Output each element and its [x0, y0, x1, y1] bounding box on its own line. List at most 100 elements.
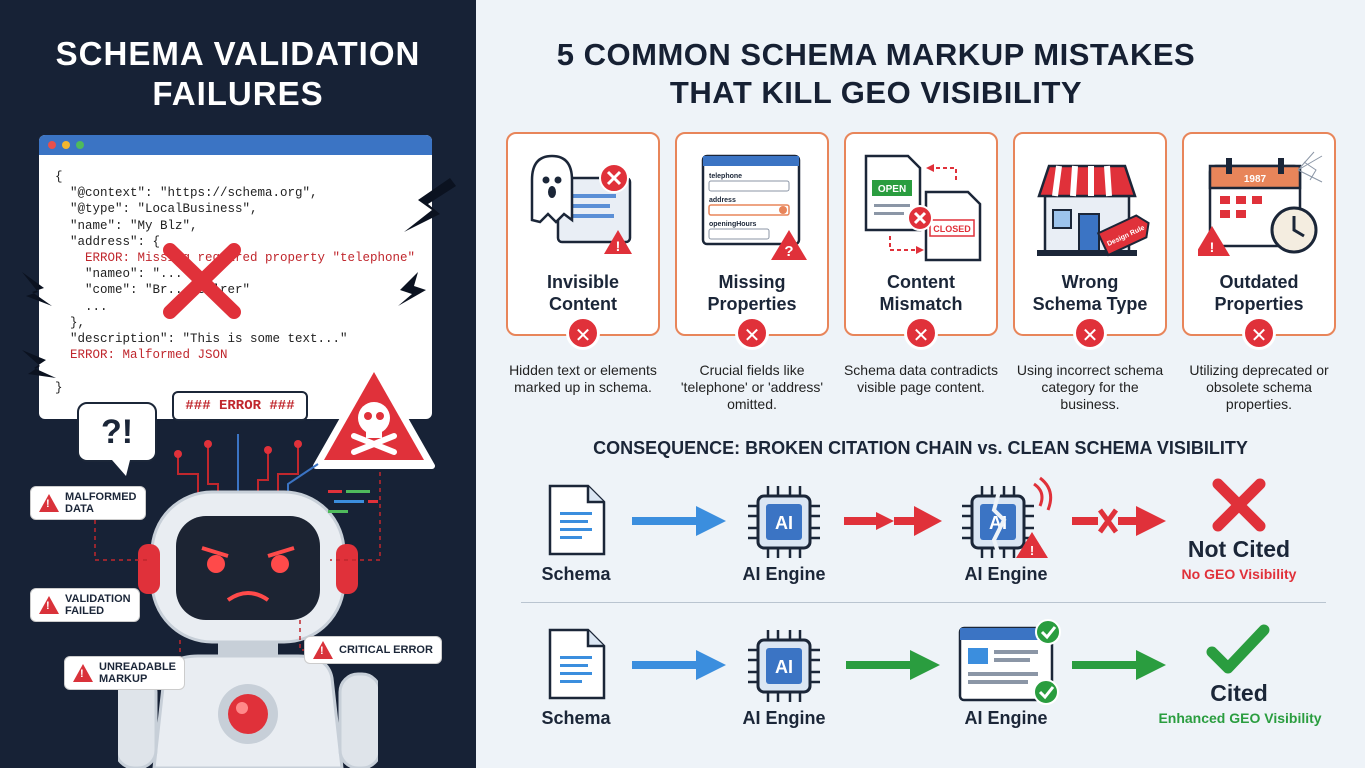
- left-panel-title: SCHEMA VALIDATION FAILURES: [55, 35, 421, 112]
- code-line: },: [55, 315, 86, 330]
- ghost-document-icon: !: [530, 154, 632, 254]
- code-window-titlebar: [39, 135, 432, 155]
- flow-label-ai-engine-broken: AI Engine: [964, 564, 1048, 584]
- speech-bubble-tail: [112, 460, 130, 476]
- malformed-data-badge: MALFORMED DATA: [30, 486, 146, 520]
- unreadable-markup-badge: UNREADABLE MARKUP: [64, 656, 185, 690]
- svg-text:?: ?: [784, 243, 793, 260]
- verified-webpage-icon: [958, 619, 1061, 705]
- checkmark-icon: [1206, 624, 1270, 674]
- big-x-icon: [163, 243, 241, 319]
- card-description-content-mismatch: Schema data contradicts visible page con…: [843, 362, 999, 395]
- not-cited-x-icon: [1212, 478, 1266, 532]
- mistake-card-content-mismatch: OPEN CLOSED Content Mismatch ✕: [844, 132, 998, 350]
- card-description-wrong-schema-type: Using incorrect schema category for the …: [1016, 362, 1164, 412]
- window-minimize-dot: [62, 141, 70, 149]
- critical-error-badge: CRITICAL ERROR: [304, 636, 442, 664]
- cited-label: Cited: [1210, 680, 1268, 706]
- flow-label-ai-engine: AI Engine: [742, 708, 826, 728]
- mistake-card-missing-properties: telephone address openingHours ? Missing…: [675, 132, 829, 350]
- ai-chip-icon: AI: [748, 630, 820, 702]
- mistake-card-outdated-properties: 1987 ! Outdated Properties ✕: [1182, 132, 1336, 350]
- code-line: "name": "My Blz",: [55, 218, 198, 233]
- not-cited-label: Not Cited: [1187, 536, 1291, 562]
- unreadable-markup-label: UNREADABLE MARKUP: [99, 661, 176, 685]
- green-arrow-icon: [1072, 650, 1166, 680]
- x-icon: ✕: [1242, 316, 1276, 350]
- card-description-outdated-properties: Utilizing deprecated or obsolete schema …: [1189, 362, 1329, 412]
- ai-chip-label: AI: [775, 657, 793, 677]
- warning-icon: [39, 596, 59, 614]
- code-line: "@type": "LocalBusiness",: [55, 202, 258, 217]
- flow-label-schema: Schema: [541, 708, 611, 728]
- warning-icon: [73, 664, 93, 682]
- storefront-tag-icon: Design Rule: [1037, 164, 1150, 257]
- flow-label-ai-engine: AI Engine: [742, 564, 826, 584]
- field-telephone-label: telephone: [709, 173, 742, 180]
- mistake-card-wrong-schema-type: Design Rule Wrong Schema Type ✕: [1013, 132, 1167, 350]
- x-icon: ✕: [1073, 316, 1107, 350]
- error-tag: ### ERROR ###: [172, 391, 308, 421]
- flow-label-schema: Schema: [541, 564, 611, 584]
- enhanced-geo-visibility-label: Enhanced GEO Visibility: [1158, 710, 1322, 726]
- main-title: 5 COMMON SCHEMA MARKUP MISTAKES THAT KIL…: [556, 37, 1196, 110]
- mistake-card-invisible-content: ! Invisible Content ✕: [506, 132, 660, 350]
- open-closed-documents-icon: OPEN CLOSED: [864, 154, 982, 262]
- code-line: "@context": "https://schema.org",: [55, 186, 318, 201]
- green-arrow-icon: [846, 650, 940, 680]
- calendar-clock-icon: 1987 !: [1198, 151, 1323, 256]
- blocked-arrow-icon: [1072, 506, 1166, 536]
- card-description-missing-properties: Crucial fields like 'telephone' or 'addr…: [680, 362, 824, 412]
- card-title: Wrong Schema Type: [1032, 272, 1148, 314]
- card-title: Outdated Properties: [1214, 272, 1304, 314]
- left-panel: SCHEMA VALIDATION FAILURES { "@context":…: [0, 0, 476, 768]
- malformed-data-label: MALFORMED DATA: [65, 491, 137, 515]
- flow-label-ai-engine-verified: AI Engine: [964, 708, 1048, 728]
- skull-warning-icon: [313, 361, 435, 469]
- field-address-label: address: [709, 197, 736, 204]
- speech-bubble-text: ?!: [100, 412, 134, 451]
- validation-failed-label: VALIDATION FAILED: [65, 593, 131, 617]
- form-fields-icon: telephone address openingHours ?: [701, 154, 807, 260]
- calendar-year-text: 1987: [1244, 174, 1267, 185]
- code-line: ...: [55, 299, 108, 314]
- validation-failed-badge: VALIDATION FAILED: [30, 588, 140, 622]
- ai-chip-icon: AI: [748, 486, 820, 558]
- document-icon: [548, 484, 606, 556]
- warning-icon: [39, 494, 59, 512]
- open-sign-text: OPEN: [878, 184, 906, 195]
- broken-ai-chip-icon: AI !: [962, 476, 1053, 559]
- window-maximize-dot: [76, 141, 84, 149]
- right-panel: 5 COMMON SCHEMA MARKUP MISTAKES THAT KIL…: [476, 0, 1365, 768]
- card-title: Content Mismatch: [879, 272, 963, 314]
- code-line: {: [55, 170, 63, 184]
- error-tag-text: ### ERROR ###: [185, 398, 295, 414]
- x-icon: ✕: [904, 316, 938, 350]
- svg-text:!: !: [1210, 239, 1215, 255]
- consequence-heading: CONSEQUENCE: BROKEN CITATION CHAIN vs. C…: [593, 438, 1248, 458]
- broken-arrow-icon: [844, 506, 942, 536]
- code-line: "description": "This is some text...": [55, 332, 348, 347]
- card-title: Invisible Content: [546, 272, 620, 314]
- arrow-right-icon: [632, 506, 726, 536]
- svg-text:!: !: [1030, 543, 1034, 558]
- x-icon: ✕: [566, 316, 600, 350]
- svg-text:!: !: [616, 238, 621, 254]
- card-title: Missing Properties: [707, 272, 797, 314]
- flow-separator: [521, 602, 1326, 603]
- warning-icon: [313, 641, 333, 659]
- arrow-right-icon: [632, 650, 726, 680]
- code-line: }: [55, 380, 63, 395]
- angry-robot-illustration: [118, 434, 378, 768]
- field-opening-label: openingHours: [709, 221, 757, 228]
- closed-sign-text: CLOSED: [933, 224, 971, 234]
- window-close-dot: [48, 141, 56, 149]
- card-description-invisible-content: Hidden text or elements marked up in sch…: [509, 362, 657, 395]
- code-line: "address": {: [55, 234, 161, 249]
- x-icon: ✕: [735, 316, 769, 350]
- ai-chip-label: AI: [775, 513, 793, 533]
- code-line: ERROR: Malformed JSON: [55, 348, 228, 363]
- code-fragments: [328, 490, 378, 513]
- crack-lightning-icon: [22, 178, 456, 378]
- document-icon: [548, 628, 606, 700]
